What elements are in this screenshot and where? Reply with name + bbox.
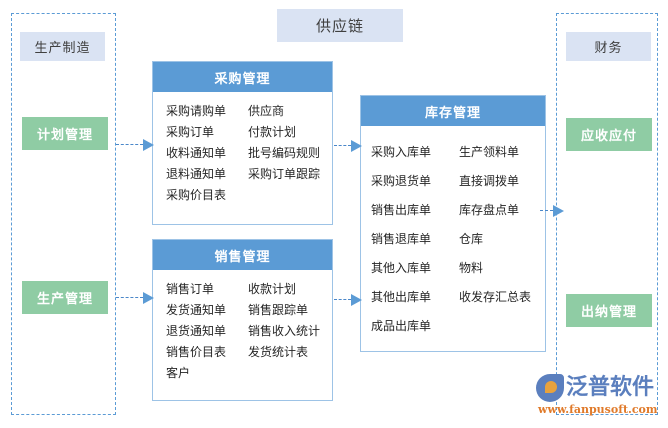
- list-item[interactable]: 采购退货单: [371, 174, 432, 188]
- list-item[interactable]: 发货统计表: [248, 345, 309, 359]
- group-label-finance: 财务: [566, 32, 651, 61]
- arrow-sales-to-inventory-icon: [334, 293, 362, 306]
- card-purchase-management[interactable]: 采购管理 采购请购单 采购订单 收料通知单 退料通知单 采购价目表 供应商 付款…: [152, 61, 333, 225]
- diagram-title: 供应链: [277, 9, 403, 42]
- node-cashier-management[interactable]: 出纳管理: [566, 294, 652, 327]
- list-item[interactable]: 付款计划: [248, 125, 297, 139]
- card-body-inventory: 采购入库单 采购退货单 销售出库单 销售退库单 其他入库单 其他出库单 成品出库…: [361, 126, 545, 341]
- group-manufacturing: [11, 13, 116, 415]
- list-item[interactable]: 销售出库单: [371, 203, 432, 217]
- arrow-production-to-sales-icon: [116, 291, 154, 304]
- card-body-sales: 销售订单 发货通知单 退货通知单 销售价目表 客户 收款计划 销售跟踪单 销售收…: [153, 270, 332, 384]
- arrow-shaft: [334, 145, 351, 146]
- list-item[interactable]: 物料: [459, 261, 484, 275]
- list-item[interactable]: 退货通知单: [166, 324, 227, 338]
- list-item[interactable]: 收发存汇总表: [459, 290, 532, 304]
- list-item[interactable]: 库存盘点单: [459, 203, 520, 217]
- list-item[interactable]: 采购订单跟踪: [248, 167, 321, 181]
- list-item[interactable]: 其他入库单: [371, 261, 432, 275]
- card-column-1: 采购请购单 采购订单 收料通知单 退料通知单 采购价目表: [166, 101, 248, 206]
- node-receivable-payable[interactable]: 应收应付: [566, 118, 652, 151]
- card-column-2: 收款计划 销售跟踪单 销售收入统计 发货统计表: [248, 279, 320, 384]
- arrow-plan-to-purchase-icon: [116, 138, 154, 151]
- list-item[interactable]: 采购价目表: [166, 188, 227, 202]
- logo-wordmark: 泛普软件: [566, 375, 655, 400]
- card-column-2: 供应商 付款计划 批号编码规则 采购订单跟踪: [248, 101, 320, 206]
- list-item[interactable]: 采购订单: [166, 125, 215, 139]
- node-plan-management[interactable]: 计划管理: [22, 117, 108, 150]
- arrow-purchase-to-inventory-icon: [334, 139, 362, 152]
- card-column-2: 生产领料单 直接调拨单 库存盘点单 仓库 物料 收发存汇总表: [459, 138, 531, 341]
- card-column-1: 销售订单 发货通知单 退货通知单 销售价目表 客户: [166, 279, 248, 384]
- list-item[interactable]: 批号编码规则: [248, 146, 321, 160]
- card-column-1: 采购入库单 采购退货单 销售出库单 销售退库单 其他入库单 其他出库单 成品出库…: [371, 138, 459, 341]
- arrow-inventory-to-finance-icon: [540, 204, 564, 217]
- arrow-shaft: [334, 299, 351, 300]
- fanpu-logo-icon: [536, 374, 564, 402]
- list-item[interactable]: 采购入库单: [371, 145, 432, 159]
- list-item[interactable]: 仓库: [459, 232, 484, 246]
- arrow-head: [143, 291, 154, 304]
- list-item[interactable]: 采购请购单: [166, 104, 227, 118]
- arrow-head: [143, 138, 154, 151]
- card-title-inventory: 库存管理: [361, 96, 545, 126]
- logo-website-url: www.fanpusoft.com: [538, 403, 658, 416]
- list-item[interactable]: 其他出库单: [371, 290, 432, 304]
- list-item[interactable]: 销售收入统计: [248, 324, 321, 338]
- list-item[interactable]: 销售退库单: [371, 232, 432, 246]
- list-item[interactable]: 退料通知单: [166, 167, 227, 181]
- node-production-management[interactable]: 生产管理: [22, 281, 108, 314]
- list-item[interactable]: 收料通知单: [166, 146, 227, 160]
- logo-row: 泛普软件: [536, 374, 654, 402]
- arrow-head: [351, 293, 362, 306]
- card-sales-management[interactable]: 销售管理 销售订单 发货通知单 退货通知单 销售价目表 客户 收款计划 销售跟踪…: [152, 239, 333, 401]
- list-item[interactable]: 销售订单: [166, 282, 215, 296]
- arrow-head: [553, 204, 564, 217]
- arrow-shaft: [116, 297, 143, 298]
- card-title-purchase: 采购管理: [153, 62, 332, 92]
- list-item[interactable]: 直接调拨单: [459, 174, 520, 188]
- group-finance: [556, 13, 658, 415]
- list-item[interactable]: 销售价目表: [166, 345, 227, 359]
- card-title-sales: 销售管理: [153, 240, 332, 270]
- list-item[interactable]: 客户: [166, 366, 191, 380]
- list-item[interactable]: 发货通知单: [166, 303, 227, 317]
- brand-logo: 泛普软件 www.fanpusoft.com: [536, 374, 666, 422]
- list-item[interactable]: 生产领料单: [459, 145, 520, 159]
- list-item[interactable]: 销售跟踪单: [248, 303, 309, 317]
- list-item[interactable]: 收款计划: [248, 282, 297, 296]
- card-inventory-management[interactable]: 库存管理 采购入库单 采购退货单 销售出库单 销售退库单 其他入库单 其他出库单…: [360, 95, 546, 352]
- arrow-shaft: [540, 210, 553, 211]
- arrow-shaft: [116, 144, 143, 145]
- group-label-manufacturing: 生产制造: [20, 32, 105, 61]
- list-item[interactable]: 成品出库单: [371, 319, 432, 333]
- card-body-purchase: 采购请购单 采购订单 收料通知单 退料通知单 采购价目表 供应商 付款计划 批号…: [153, 92, 332, 206]
- arrow-head: [351, 139, 362, 152]
- list-item[interactable]: 供应商: [248, 104, 285, 118]
